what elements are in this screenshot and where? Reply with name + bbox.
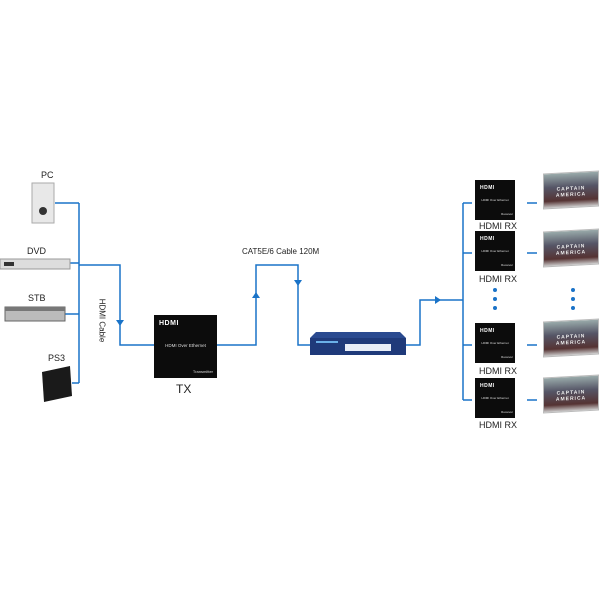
ellipsis-dot — [571, 306, 575, 310]
hdmi-logo: HDMI — [480, 236, 495, 242]
rx-label: HDMI RX — [479, 274, 517, 284]
tx-device: HDMI HDMI Over Ethernet Transmitter — [154, 315, 217, 378]
hdmi-logo: HDMI — [480, 383, 495, 389]
tv-screen-text: CAPTAIN AMERICA — [555, 185, 587, 199]
stb-icon — [4, 306, 66, 322]
cat-cable-label: CAT5E/6 Cable 120M — [242, 247, 320, 256]
tv-icon: CAPTAIN AMERICA — [543, 374, 599, 414]
ellipsis-dot — [493, 306, 497, 310]
network-switch-icon — [310, 332, 406, 355]
ps3-icon — [42, 366, 72, 402]
rx-title: HDMI Over Ethernet — [481, 249, 509, 253]
ellipsis-dot — [571, 288, 575, 292]
tv-screen-text: CAPTAIN AMERICA — [555, 243, 587, 257]
rx-sub: Receiver — [501, 410, 513, 414]
dvd-icon — [0, 258, 71, 270]
ellipsis-dot — [493, 297, 497, 301]
rx-label: HDMI RX — [479, 366, 517, 376]
tv-screen-text: CAPTAIN AMERICA — [555, 333, 587, 347]
rx-title: HDMI Over Ethernet — [481, 198, 509, 202]
tv-icon: CAPTAIN AMERICA — [543, 170, 599, 210]
rx-sub: Receiver — [501, 263, 513, 267]
source-label-ps3: PS3 — [48, 353, 66, 363]
tv-icon: CAPTAIN AMERICA — [543, 228, 599, 268]
rx-title: HDMI Over Ethernet — [481, 341, 509, 345]
tv-icon: CAPTAIN AMERICA — [543, 318, 599, 358]
ellipsis-dot — [493, 288, 497, 292]
source-label-dvd: DVD — [27, 246, 47, 256]
hdmi-logo: HDMI — [480, 328, 495, 334]
hdmi-logo: HDMI — [480, 185, 495, 191]
rx-title: HDMI Over Ethernet — [481, 396, 509, 400]
source-label-stb: STB — [28, 293, 46, 303]
rx-label: HDMI RX — [479, 420, 517, 430]
rx-sub: Receiver — [501, 355, 513, 359]
rx-sub: Receiver — [501, 212, 513, 216]
rx-label: HDMI RX — [479, 221, 517, 231]
ellipsis-dot — [571, 297, 575, 301]
tx-sub: Transmitter — [192, 369, 213, 374]
source-label-pc: PC — [41, 170, 54, 180]
pc-icon — [31, 182, 55, 224]
tv-screen-text: CAPTAIN AMERICA — [555, 389, 587, 403]
tx-label: TX — [176, 382, 192, 396]
tx-title: HDMI Over Ethernet — [165, 343, 206, 348]
hdmi-cable-label: HDMI Cable — [97, 298, 107, 343]
hdmi-logo: HDMI — [159, 320, 179, 327]
